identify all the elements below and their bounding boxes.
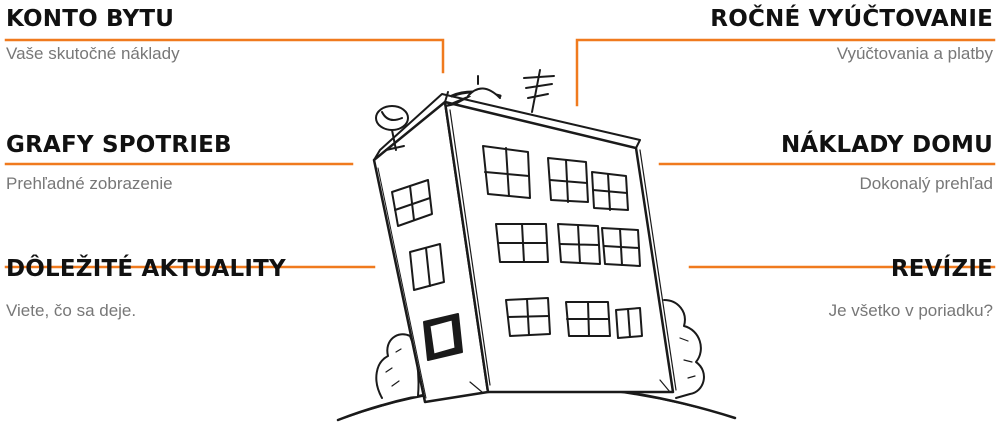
feature-billing-title[interactable]: ROČNÉ VYÚČTOVANIE	[710, 6, 993, 32]
feature-revisions-subtitle: Je všetko v poriadku?	[828, 301, 993, 320]
left-face-windows	[391, 179, 463, 361]
feature-charts-subtitle: Prehľadné zobrazenie	[6, 174, 173, 193]
feature-costs-subtitle: Dokonalý prehľad	[859, 174, 994, 193]
connector-lines	[4, 38, 996, 269]
feature-account-title[interactable]: KONTO BYTU	[6, 6, 175, 32]
satellite-dish	[375, 105, 409, 151]
feature-revisions-title[interactable]: REVÍZIE	[890, 256, 993, 282]
front-face-windows	[482, 145, 643, 339]
feature-costs[interactable]: NÁKLADY DOMU Dokonalý prehľad	[781, 132, 993, 194]
roof-dome	[467, 87, 501, 99]
feature-account[interactable]: KONTO BYTU Vaše skutočné náklady	[6, 6, 180, 64]
feature-news-subtitle: Viete, čo sa deje.	[6, 301, 137, 320]
antenna	[523, 69, 555, 113]
feature-news-title[interactable]: DÔLEŽITÉ AKTUALITY	[6, 256, 286, 282]
roof	[373, 93, 641, 161]
connector-billing	[575, 38, 996, 107]
feature-charts[interactable]: GRAFY SPOTRIEB Prehľadné zobrazenie	[6, 132, 232, 194]
feature-revisions[interactable]: REVÍZIE Je všetko v poriadku?	[829, 256, 993, 321]
feature-billing[interactable]: ROČNÉ VYÚČTOVANIE Vyúčtovania a platby	[710, 6, 993, 64]
feature-billing-subtitle: Vyúčtovania a platby	[836, 44, 993, 63]
building-illustration	[336, 69, 737, 422]
feature-charts-title[interactable]: GRAFY SPOTRIEB	[6, 132, 232, 158]
connector-account	[4, 38, 445, 74]
feature-account-subtitle: Vaše skutočné náklady	[6, 44, 180, 63]
feature-costs-title[interactable]: NÁKLADY DOMU	[780, 132, 993, 158]
feature-news[interactable]: DÔLEŽITÉ AKTUALITY Viete, čo sa deje.	[6, 256, 286, 321]
